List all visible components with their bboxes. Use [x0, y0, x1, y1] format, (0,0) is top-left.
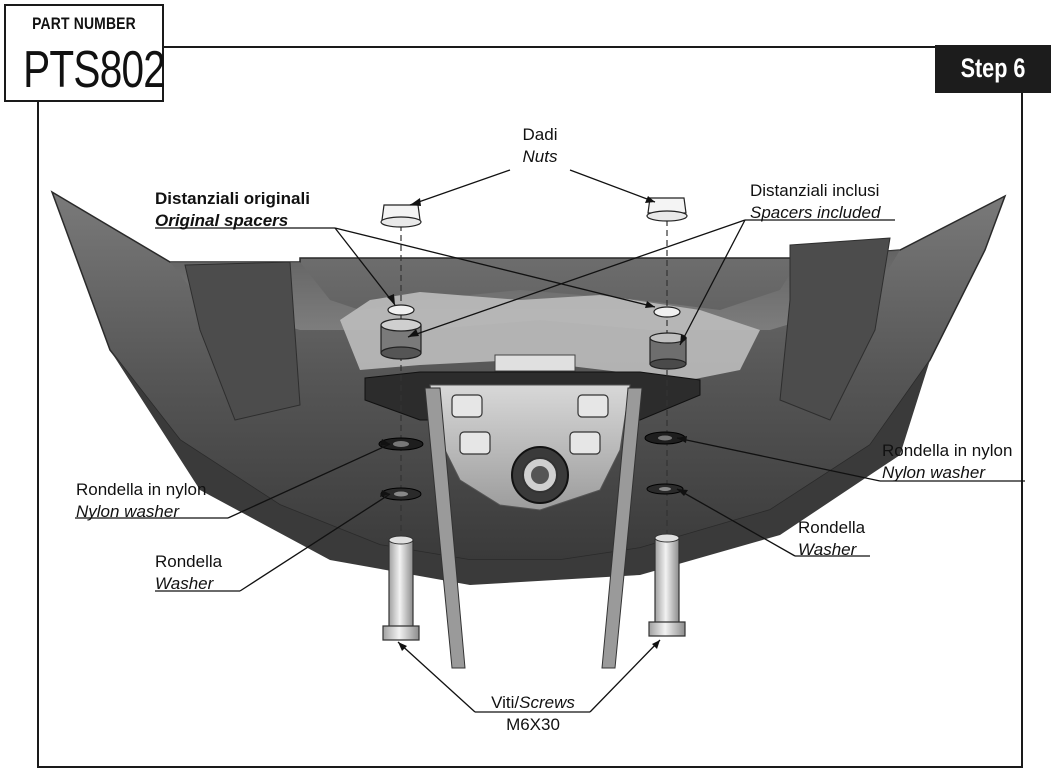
- callout-screws: Viti/Screws M6X30: [478, 692, 588, 736]
- callout-nylon-washer-left-en: Nylon washer: [76, 502, 179, 521]
- callout-screws-it: Viti/: [491, 693, 520, 712]
- callout-screws-size: M6X30: [506, 715, 560, 734]
- right-hardware-stack: [644, 197, 688, 637]
- callout-nylon-washer-right-it: Rondella in nylon: [882, 441, 1013, 460]
- callout-nylon-washer-left-it: Rondella in nylon: [76, 480, 207, 499]
- part-number-value: PTS802: [23, 41, 166, 99]
- leader-arrowheads: [380, 196, 688, 651]
- step-badge: Step 6: [935, 45, 1051, 93]
- callout-spacers-included-en: Spacers included: [750, 203, 881, 222]
- callout-original-spacers-it: Distanziali originali: [155, 189, 310, 208]
- callout-washer-right-it: Rondella: [798, 518, 866, 537]
- callout-nuts: Dadi Nuts: [518, 124, 562, 168]
- mounting-bracket: [364, 354, 701, 669]
- left-hardware-stack: [378, 204, 424, 641]
- callout-washer-left-en: Washer: [155, 574, 214, 593]
- callout-screws-en: Screws: [519, 693, 575, 712]
- callout-nylon-washer-right-en: Nylon washer: [882, 463, 985, 482]
- callout-nylon-washer-right: Rondella in nylon Nylon washer: [882, 440, 1012, 484]
- step-label: Step 6: [960, 53, 1026, 83]
- part-number-box: PART NUMBER PTS802: [4, 4, 166, 102]
- callout-original-spacers-en: Original spacers: [155, 211, 289, 230]
- callout-nuts-it: Dadi: [522, 125, 558, 144]
- callout-spacers-included: Distanziali inclusi Spacers included: [750, 180, 880, 224]
- leader-lines: [75, 169, 1025, 713]
- callout-original-spacers: Distanziali originali Original spacers: [155, 188, 310, 232]
- part-number-label: PART NUMBER: [32, 14, 136, 33]
- callout-spacers-included-it: Distanziali inclusi: [750, 181, 880, 200]
- callout-nylon-washer-left: Rondella in nylon Nylon washer: [76, 479, 206, 523]
- callout-nuts-en: Nuts: [522, 147, 558, 166]
- callout-washer-left-it: Rondella: [155, 552, 223, 571]
- callout-washer-right-en: Washer: [798, 540, 857, 559]
- callout-washer-right: Rondella Washer: [798, 517, 865, 561]
- callout-washer-left: Rondella Washer: [155, 551, 222, 595]
